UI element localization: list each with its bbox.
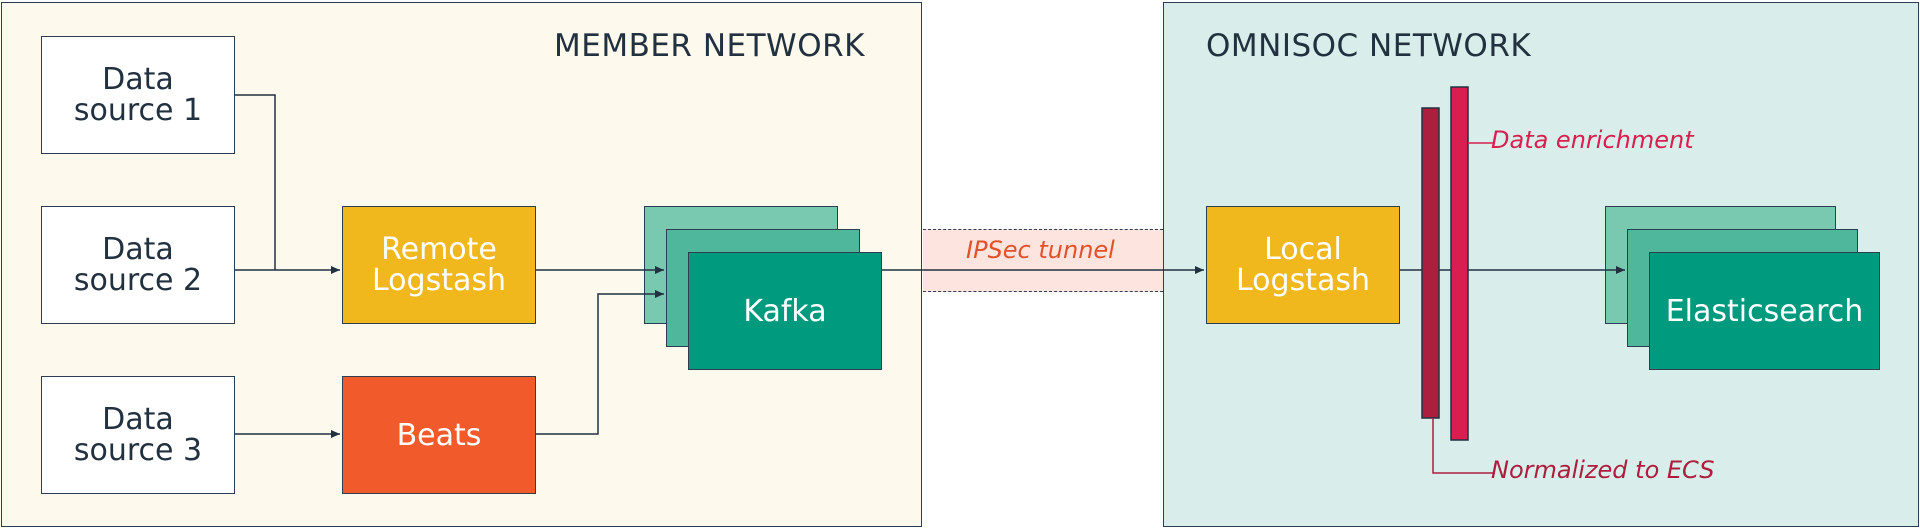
normalize-bar bbox=[1421, 107, 1440, 419]
beats-to-kafka-arrow bbox=[536, 290, 664, 435]
ipsec-tunnel bbox=[923, 229, 1163, 292]
remote-logstash-line-1: Remote bbox=[381, 232, 497, 267]
data-enrichment-label: Data enrichment bbox=[1491, 126, 1694, 154]
local-logstash-line-2: Logstash bbox=[1235, 263, 1370, 298]
data-source-1-line-2: source 1 bbox=[73, 93, 203, 128]
normalized-to-ecs-label: Normalized to ECS bbox=[1491, 456, 1715, 484]
enrichment-bar bbox=[1450, 86, 1469, 441]
elasticsearch-node: Elasticsearch bbox=[1649, 252, 1880, 370]
beats-label: Beats bbox=[396, 417, 482, 453]
data-source-2-line-2: source 2 bbox=[73, 263, 203, 298]
data-source-3-line-2: source 3 bbox=[73, 433, 203, 468]
ds1-connector bbox=[235, 94, 276, 270]
omnisoc-network-title: OMNISOC NETWORK bbox=[1206, 28, 1532, 64]
member-network-title: MEMBER NETWORK bbox=[554, 28, 865, 64]
beats-node: Beats bbox=[342, 376, 536, 494]
local-logstash-line-1: Local bbox=[1264, 232, 1342, 267]
kafka-node: Kafka bbox=[688, 252, 882, 370]
kafka-label: Kafka bbox=[743, 293, 827, 329]
remote-logstash-line-2: Logstash bbox=[371, 263, 506, 298]
data-source-1-line-1: Data bbox=[102, 62, 174, 97]
ipsec-tunnel-label: IPSec tunnel bbox=[966, 236, 1115, 264]
data-source-3-line-1: Data bbox=[102, 402, 174, 437]
elasticsearch-label: Elasticsearch bbox=[1665, 293, 1864, 329]
normalize-callout-line bbox=[1432, 418, 1495, 474]
data-source-2-line-1: Data bbox=[102, 232, 174, 267]
